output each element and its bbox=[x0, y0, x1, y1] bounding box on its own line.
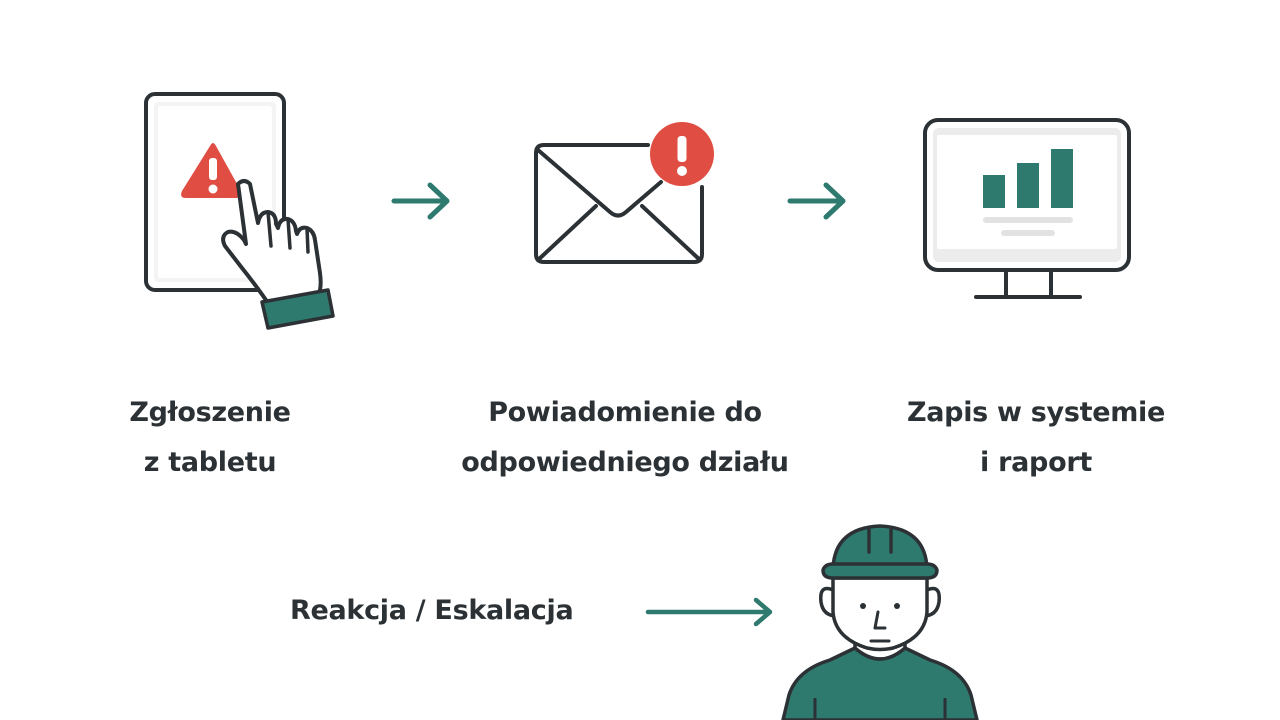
step-label-tablet: Zgłoszenie z tabletu bbox=[90, 388, 330, 488]
step-label-monitor: Zapis w systemie i raport bbox=[886, 388, 1186, 488]
step-label-line2: i raport bbox=[980, 447, 1092, 478]
reaction-label: Reakcja / Eskalacja bbox=[290, 595, 574, 626]
flow-arrow-3 bbox=[643, 595, 777, 629]
envelope-alert-icon bbox=[534, 122, 714, 264]
step-label-line1: Powiadomienie do bbox=[488, 397, 762, 428]
step-label-line2: odpowiedniego działu bbox=[461, 447, 789, 478]
arrow-right-icon bbox=[391, 182, 450, 220]
monitor-chart-icon bbox=[923, 118, 1131, 299]
step-label-line1: Zgłoszenie bbox=[129, 397, 291, 428]
step-tablet bbox=[140, 88, 340, 338]
arrow-right-icon bbox=[787, 182, 846, 220]
step-monitor bbox=[920, 115, 1135, 305]
flow-arrow-1 bbox=[390, 180, 454, 222]
worker-hardhat-icon bbox=[781, 524, 979, 720]
step-label-envelope: Powiadomienie do odpowiedniego działu bbox=[445, 388, 805, 488]
arrow-right-icon bbox=[645, 597, 773, 627]
worker-figure bbox=[775, 520, 985, 720]
step-label-line1: Zapis w systemie bbox=[906, 397, 1166, 428]
step-envelope bbox=[530, 120, 720, 270]
step-label-line2: z tabletu bbox=[143, 447, 277, 478]
flow-arrow-2 bbox=[786, 180, 850, 222]
tablet-touch-warning-icon bbox=[144, 92, 335, 330]
